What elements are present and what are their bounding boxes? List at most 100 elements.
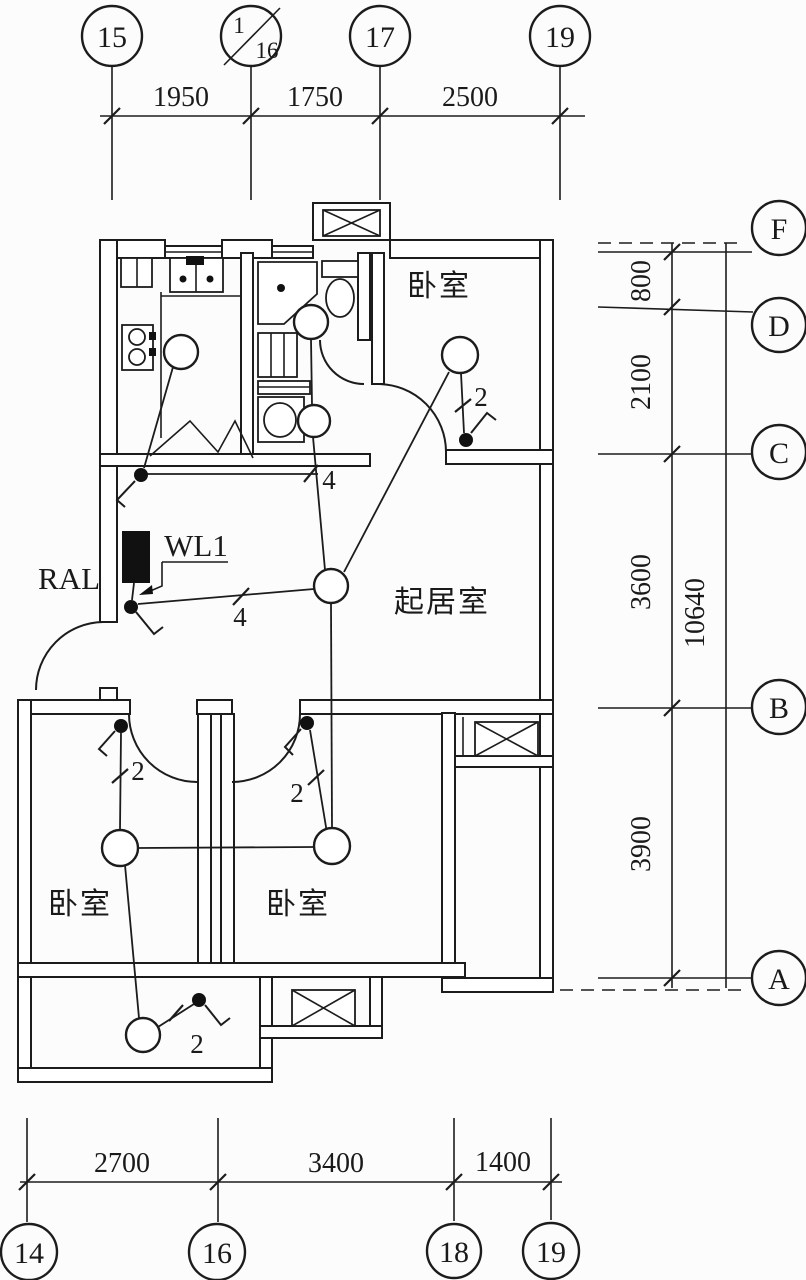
wall-bedroom-top-left bbox=[371, 252, 385, 385]
wire-panel-living-feed bbox=[137, 588, 315, 605]
duct-shaft-top bbox=[322, 209, 381, 237]
wall-partition-left bbox=[197, 713, 212, 964]
wire-bedroom-balcony bbox=[124, 864, 140, 1019]
axis-bubble-A-label: A bbox=[768, 963, 790, 996]
plan-labels: 卧室 起居室 卧室 卧室 RAL WL1 4 4 2 2 2 2 bbox=[38, 270, 490, 1059]
duct-shafts bbox=[291, 209, 539, 1027]
wall-lower-top-right bbox=[299, 699, 554, 715]
doors bbox=[35, 339, 447, 783]
switch-bedroom-right-lever bbox=[283, 728, 302, 756]
dimension-tick bbox=[663, 243, 681, 261]
dim-right-3900: 3900 bbox=[626, 816, 657, 872]
stove-burner bbox=[128, 348, 146, 366]
light-bedroom-right bbox=[312, 826, 352, 866]
wall-kitchen-bath bbox=[240, 252, 254, 457]
dim-right-3600: 3600 bbox=[626, 554, 657, 610]
dimension-tick bbox=[551, 107, 569, 125]
switch-bedroom-left-lever bbox=[97, 730, 116, 757]
axis-bubble-B bbox=[750, 678, 806, 736]
axis-grid-top: 15 1 16 17 19 1950 1750 2500 bbox=[80, 4, 592, 200]
conductor-count-balcony: 2 bbox=[190, 1029, 204, 1059]
axis-bubble-D bbox=[750, 296, 806, 354]
dim-top-2500: 2500 bbox=[442, 82, 498, 113]
kitchen-fixtures bbox=[120, 256, 254, 459]
wall-inner-bottom bbox=[99, 453, 371, 467]
wiring bbox=[119, 338, 465, 1028]
switch-kitchen bbox=[134, 468, 148, 482]
axis-line-D bbox=[597, 306, 754, 313]
axis-bubble-F bbox=[750, 199, 806, 257]
axis-bubble-19 bbox=[528, 4, 592, 68]
counter-break-line bbox=[149, 419, 254, 459]
entry-door-arc bbox=[35, 621, 104, 691]
wire-panel-drop bbox=[131, 582, 135, 601]
dimension-tick bbox=[663, 445, 681, 463]
axis-bubble-18 bbox=[425, 1222, 483, 1280]
axis-bubble-14-label: 14 bbox=[14, 1237, 44, 1270]
circuit-leader-arrow bbox=[139, 585, 153, 595]
axis-bubble-C bbox=[750, 423, 806, 481]
wire-bedroom-left-switch bbox=[119, 732, 122, 831]
dim-bottom-3400: 3400 bbox=[308, 1148, 364, 1179]
dimension-tick bbox=[663, 298, 681, 316]
wall-balcony-right bbox=[259, 976, 273, 1069]
axis-grid-bottom: 2700 3400 1400 14 16 18 19 bbox=[0, 1118, 581, 1280]
axis-bubble-19b bbox=[521, 1221, 581, 1280]
wall-lower-top-left bbox=[17, 699, 131, 715]
shaft-cross bbox=[322, 209, 381, 237]
switch-bedroom-right bbox=[300, 716, 314, 730]
room-label-bedroom-top: 卧室 bbox=[407, 270, 471, 303]
stove-knob bbox=[149, 348, 156, 356]
switch-entry-junction bbox=[124, 600, 138, 614]
axis-bubble-frac-top: 1 bbox=[233, 13, 245, 38]
stove-burner bbox=[128, 328, 146, 346]
light-bedroom-top bbox=[440, 335, 480, 375]
dim-right-overall-10640: 10640 bbox=[680, 578, 711, 648]
wall-left-lower bbox=[17, 699, 32, 1083]
radiator-rack bbox=[257, 332, 298, 378]
light-balcony bbox=[124, 1016, 162, 1054]
wall-lower-bottom bbox=[17, 962, 466, 978]
axis-bubble-16 bbox=[187, 1222, 247, 1280]
light-bathroom-lower bbox=[296, 403, 332, 439]
dimension-tick bbox=[18, 1173, 36, 1191]
switch-entry-lever bbox=[135, 611, 164, 636]
axis-bubble-B-label: B bbox=[769, 692, 789, 725]
wire-living-bedroom-top bbox=[343, 371, 450, 573]
axis-bubble-15-label: 15 bbox=[97, 21, 127, 54]
wall-shaft-bottom bbox=[259, 1025, 383, 1039]
switch-kitchen-lever bbox=[115, 480, 136, 508]
axis-bubble-fraction-slash bbox=[223, 7, 281, 66]
wire-living-bath bbox=[312, 436, 326, 571]
dimension-tick bbox=[445, 1173, 463, 1191]
bedroom-right-door-arc bbox=[231, 713, 301, 783]
room-label-living: 起居室 bbox=[394, 586, 490, 619]
walls bbox=[17, 202, 554, 1083]
stove-knob bbox=[149, 332, 156, 340]
bathroom-fixtures bbox=[257, 260, 359, 443]
sink-drain-dot bbox=[206, 275, 214, 283]
dimension-tick bbox=[542, 1173, 560, 1191]
switch-bedroom-left bbox=[114, 719, 128, 733]
wall-bedroom-top-bottom bbox=[445, 449, 554, 465]
dimension-tick bbox=[242, 107, 260, 125]
switch-bedroom-top bbox=[459, 433, 473, 447]
conductor-tick-feed bbox=[232, 587, 250, 606]
axis-bubble-C-label: C bbox=[769, 437, 789, 470]
toilet-bowl bbox=[325, 278, 355, 318]
wire-bedroom-top-switch bbox=[460, 372, 465, 434]
wire-kitchen-light-switch bbox=[143, 366, 174, 469]
wire-living-bedroom-right bbox=[330, 602, 333, 829]
dim-top-1750: 1750 bbox=[287, 82, 343, 113]
wall-right-upper bbox=[539, 239, 554, 706]
switch-balcony bbox=[192, 993, 206, 1007]
light-bathroom-upper bbox=[292, 303, 330, 341]
shaft-cross bbox=[291, 989, 356, 1027]
dimension-tick bbox=[209, 1173, 227, 1191]
dimension-tick bbox=[663, 699, 681, 717]
dim-bottom-1400: 1400 bbox=[475, 1147, 531, 1178]
conductor-tick-bath bbox=[303, 464, 319, 483]
shaft-cross bbox=[474, 721, 539, 757]
circuit-leader bbox=[147, 562, 163, 593]
axis-bubble-15 bbox=[80, 4, 144, 68]
